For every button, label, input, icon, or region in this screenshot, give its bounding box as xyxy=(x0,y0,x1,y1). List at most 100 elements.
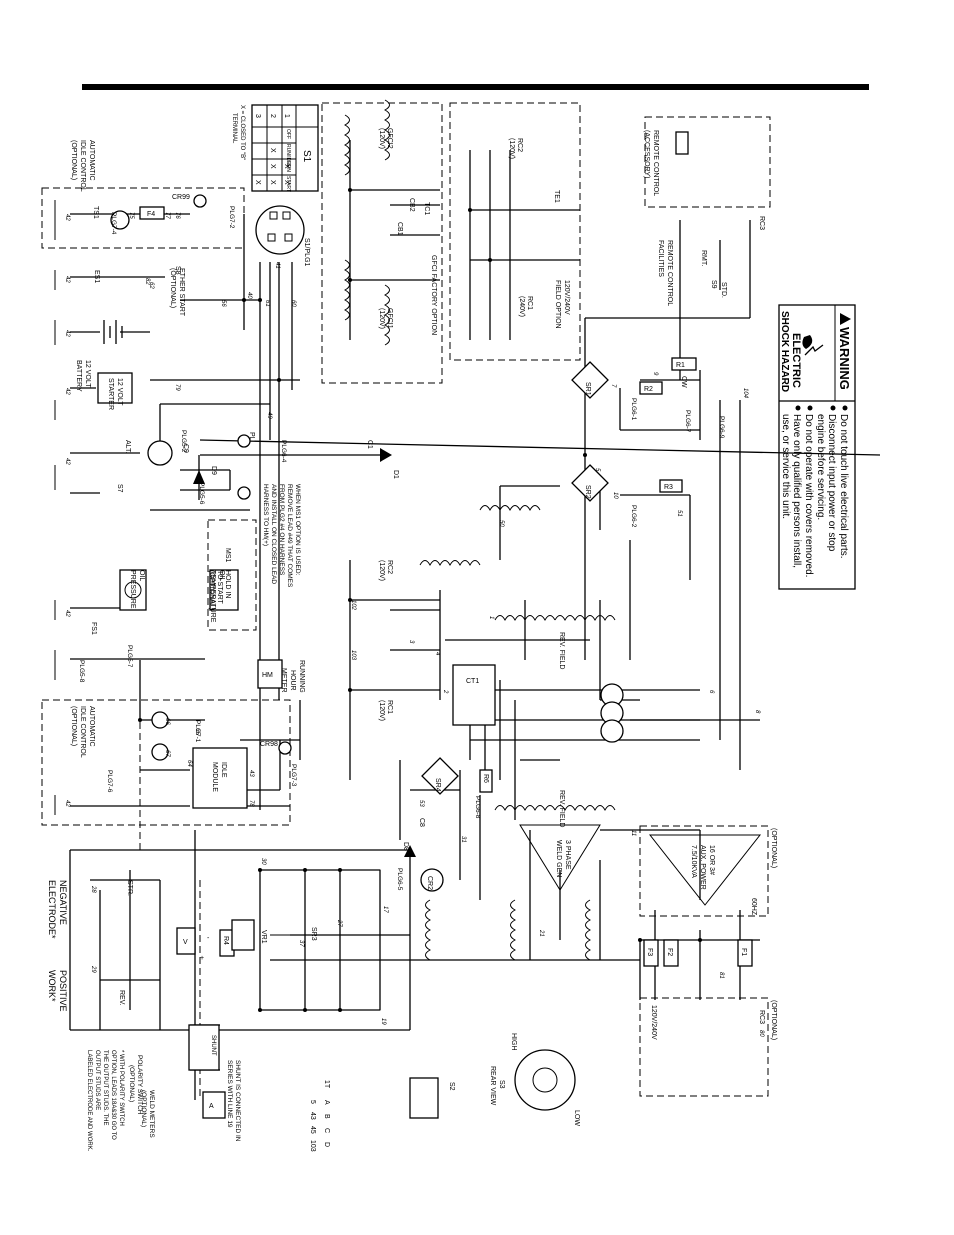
warning-bullet-4: Do not operate with covers removed. xyxy=(803,414,814,577)
r3-box xyxy=(659,479,683,493)
d9-label: D9 xyxy=(210,466,217,475)
oil-pressure-label-1: OIL xyxy=(138,570,145,581)
plg6-1-label: PLG6-1 xyxy=(630,398,637,421)
junction-dots xyxy=(138,188,702,1012)
field-option-label-2: FIELD OPTION xyxy=(554,280,561,329)
f1-box xyxy=(737,939,753,967)
hour-meter-label-2: HOUR xyxy=(289,670,296,691)
wire-77: 76 xyxy=(174,212,180,219)
wire-78: 77 xyxy=(164,212,170,219)
r4-label: R4 xyxy=(222,936,229,945)
rc1b-label: RC1 xyxy=(386,700,393,714)
d1-label: D1 xyxy=(392,470,399,479)
plg7-4-label: PLG7-4 xyxy=(110,212,117,235)
t1-map-head-b: B xyxy=(323,1114,330,1119)
f2-label: F2 xyxy=(666,948,673,956)
switch-row-1: 1 xyxy=(283,114,290,118)
wire-82: 81 xyxy=(718,972,724,979)
auto-idle-bottom-label-2: IDLE CONTROL xyxy=(79,706,86,758)
switch-col-off: OFF xyxy=(285,129,291,139)
wire-42-a: 42 xyxy=(64,214,70,221)
idle-module-box xyxy=(192,747,248,809)
s1-plug-circle xyxy=(255,205,305,255)
polarity-note-5: LABELED ELECTRODE AND WORK. xyxy=(86,1050,92,1152)
r6-label: R6 xyxy=(482,774,489,783)
rc3-label: RC3 xyxy=(758,216,765,230)
ether-start-label-2: (OPTIONAL) xyxy=(169,268,176,308)
wire-60: 56 xyxy=(220,300,226,307)
d8-label: D8 xyxy=(402,842,409,851)
shunt-note-1: SHUNT IS CONNECTED IN xyxy=(234,1060,241,1142)
d9-diode xyxy=(193,470,205,484)
num-1: 1 xyxy=(488,616,494,619)
hour-meter-box xyxy=(257,659,283,689)
hazard-line-2: SHOCK HAZARD xyxy=(779,311,790,392)
plg6-8-label: PLG6-8 xyxy=(474,796,481,819)
weld-gen-label-1: 3 PHASE xyxy=(564,840,571,870)
oil-temp-label-2: TEMPERATURE xyxy=(209,570,216,623)
plg5-8-label: PLG5-8 xyxy=(78,660,85,683)
pilot-light-2 xyxy=(237,486,251,500)
wire-63: 62 xyxy=(148,282,154,289)
num-8: 8 xyxy=(754,710,760,714)
plg6-2-label: PLG6-2 xyxy=(630,505,637,528)
s7-label: S7 xyxy=(116,484,123,493)
rc1-label: RC1 xyxy=(526,296,533,310)
components xyxy=(97,131,753,1119)
auto-idle-top-label-1: AUTOMATIC xyxy=(88,140,95,181)
c8-label: C8 xyxy=(418,818,425,827)
warning-bullet-2: Disconnect input power or stop xyxy=(826,414,837,552)
aux-power-delta xyxy=(648,834,762,906)
switch-note-1: X = CLOSED TO "B" xyxy=(239,105,245,160)
gfci2-label: GFCI2 xyxy=(386,128,393,149)
plg6-9-label: PLG6-9 xyxy=(718,416,725,439)
starter-box xyxy=(97,372,133,404)
sr1-label: SR1 xyxy=(584,382,591,396)
rc1b-volt: (120V) xyxy=(378,700,385,721)
ammeter-box xyxy=(202,1091,226,1119)
remote-pot-box xyxy=(675,131,689,155)
idle-coil-lower-1 xyxy=(151,711,169,729)
sr4-bridge xyxy=(421,757,459,795)
remote-control-region xyxy=(644,116,771,208)
r3-label: R3 xyxy=(664,484,673,491)
rev-field-top-label: REV. FIELD xyxy=(558,632,565,669)
c9-label: C9 xyxy=(182,444,189,453)
ms1-tostart: TO START xyxy=(216,570,223,605)
num-30: 30 xyxy=(260,858,266,865)
s2-switch-body xyxy=(409,1077,439,1119)
plg7-3-label: PLG7-3 xyxy=(290,764,297,787)
cr99-circle xyxy=(193,194,207,208)
t1-map-head-a: A xyxy=(323,1100,330,1105)
wire-76: 75 xyxy=(128,212,134,219)
rev-field-bottom-label: REV. FIELD xyxy=(558,790,565,827)
oil-temp-gauge xyxy=(209,569,239,611)
positive-work-label-2: WORK* xyxy=(47,970,57,1002)
switch-row-2: 2 xyxy=(269,114,276,118)
ct1-box xyxy=(452,664,496,726)
s3-rear-view: REAR VIEW xyxy=(489,1066,496,1106)
wire-numbers: 42 42 42 42 42 42 42 40 41 43 49 50 51 5… xyxy=(64,212,764,1037)
cr2-circle xyxy=(420,868,444,892)
aux-power-label-1: 16 OR 3# xyxy=(708,845,715,875)
num-21: 21 xyxy=(538,929,544,937)
auto-idle-top-label-3: (OPTIONAL) xyxy=(70,140,77,180)
s3-rotary-switch xyxy=(514,1049,576,1111)
wire-103: 104 xyxy=(742,388,748,399)
sr3-label: SR3 xyxy=(310,927,317,941)
polarity-note-4: OUTPUT STUDS ARE xyxy=(94,1050,100,1110)
oil-temp-label-1: OIL xyxy=(218,570,225,581)
plg6-7-label: PLG6-7 xyxy=(684,410,691,433)
num-37: 37 xyxy=(298,940,304,947)
hour-meter-label-1: RUNNING xyxy=(298,660,305,693)
cw-label: CW xyxy=(680,376,687,388)
cr99-label: CR99 xyxy=(172,194,190,201)
plg6-4-label: PLG6-4 xyxy=(280,440,287,463)
positive-work-label-1: POSITIVE xyxy=(58,970,68,1012)
num-5: 5 xyxy=(594,468,600,472)
wire-42-c: 42 xyxy=(64,330,70,337)
r2-box xyxy=(639,381,663,395)
t1-map-head-d: D xyxy=(323,1142,330,1147)
auto-idle-top-label-2: IDLE CONTROL xyxy=(79,140,86,192)
r2-label: R2 xyxy=(644,386,653,393)
